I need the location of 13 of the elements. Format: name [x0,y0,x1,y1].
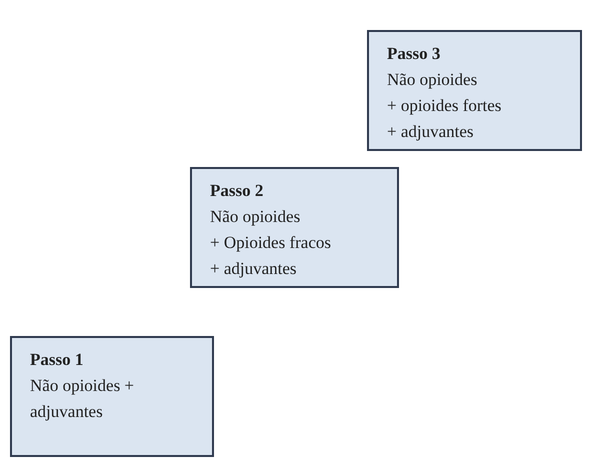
step-text: Não opioides [387,69,478,91]
step-text: Não opioides + adjuvantes [30,375,136,423]
step-box [367,30,582,151]
step-heading: Passo 3 [387,43,440,65]
step-heading: Passo 2 [210,180,264,202]
step-text: + Opioides fracos [210,232,332,254]
step-text: + adjuvantes [210,258,297,280]
step-text: + adjuvantes [387,121,474,143]
step-text: + opioides fortes [387,95,502,117]
step-box [10,336,214,457]
step-box [190,167,399,288]
step-text: Não opioides [210,206,300,228]
step-heading: Passo 1 [30,349,84,371]
